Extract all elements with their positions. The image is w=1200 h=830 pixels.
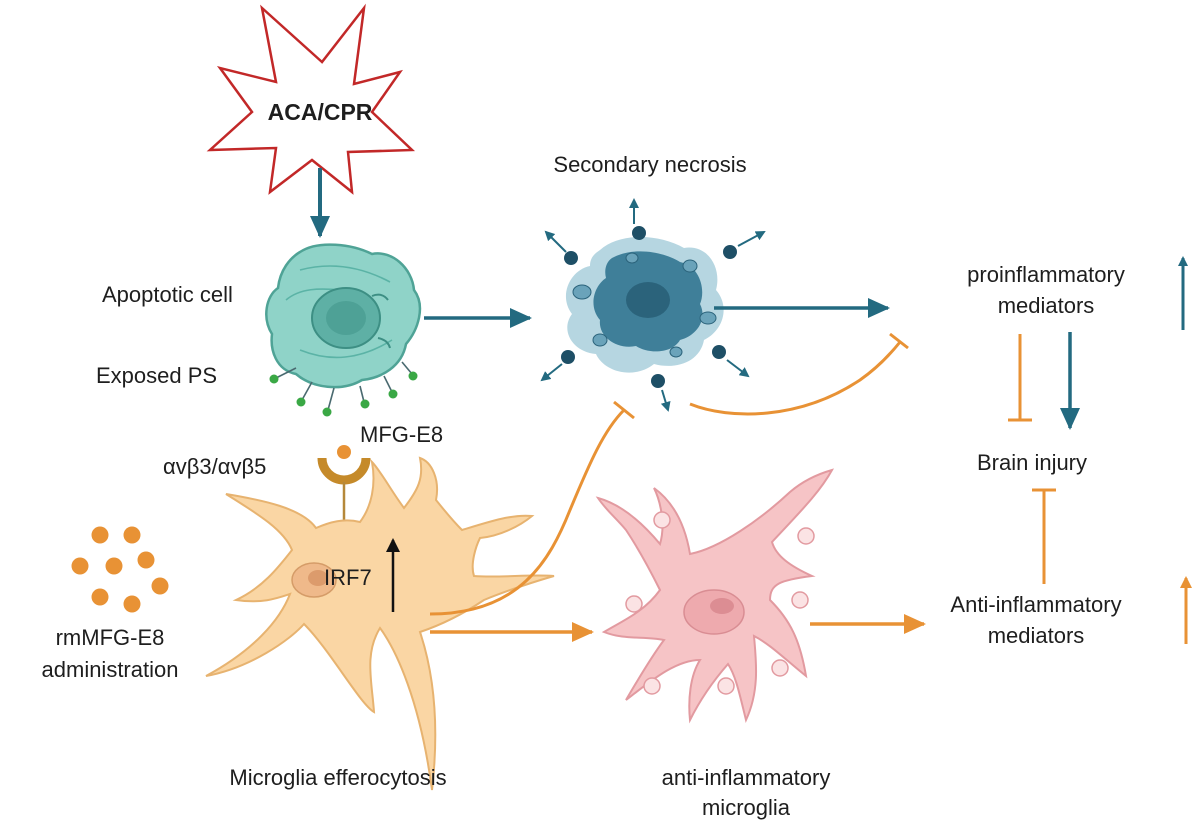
brain-injury-label: Brain injury bbox=[977, 450, 1087, 475]
explosion-star-icon bbox=[206, 3, 416, 195]
mfge8-label: MFG-E8 bbox=[360, 422, 443, 447]
mfge8-molecule bbox=[337, 445, 351, 459]
microglia-cell bbox=[205, 456, 555, 791]
proinflammatory-label-line2: mediators bbox=[998, 293, 1095, 318]
inhibit-efferocytosis-proinflammatory bbox=[689, 332, 909, 416]
exposed-ps-markers bbox=[275, 361, 413, 411]
secondary-necrosis-label: Secondary necrosis bbox=[553, 152, 746, 177]
trigger-label: ACA/CPR bbox=[268, 99, 373, 125]
rmmfge8-label-line2: administration bbox=[42, 657, 179, 682]
necrotic-cell bbox=[540, 198, 766, 412]
anti-mediators-label-line1: Anti-inflammatory bbox=[950, 592, 1121, 617]
integrins-label: αvβ3/αvβ5 bbox=[163, 454, 266, 479]
inhibit-anti-mediators-brain-injury bbox=[1032, 488, 1056, 584]
anti-microglia-label-line2: microglia bbox=[702, 795, 791, 820]
apoptotic-cell bbox=[265, 243, 422, 417]
exposed-ps-label: Exposed PS bbox=[96, 363, 217, 388]
anti-mediators-label-line2: mediators bbox=[988, 623, 1085, 648]
aca-cpr-trigger: ACA/CPR bbox=[206, 3, 416, 195]
irf7-label: IRF7 bbox=[324, 565, 372, 590]
proinflammatory-label-line1: proinflammatory bbox=[967, 262, 1125, 287]
rmmfge8-dots bbox=[71, 526, 169, 613]
anti-microglia-label-line1: anti-inflammatory bbox=[662, 765, 831, 790]
microglia-efferocytosis-label: Microglia efferocytosis bbox=[229, 765, 446, 790]
inhibit-microglia-necrosis bbox=[429, 400, 635, 616]
apoptotic-cell-label: Apoptotic cell bbox=[102, 282, 233, 307]
integrin-receptor-icon bbox=[317, 457, 371, 485]
anti-inflammatory-microglia-cell bbox=[595, 468, 835, 724]
rmmfge8-label-line1: rmMFG-E8 bbox=[56, 625, 165, 650]
inhibit-proinflammatory-brain-injury bbox=[1008, 334, 1032, 422]
